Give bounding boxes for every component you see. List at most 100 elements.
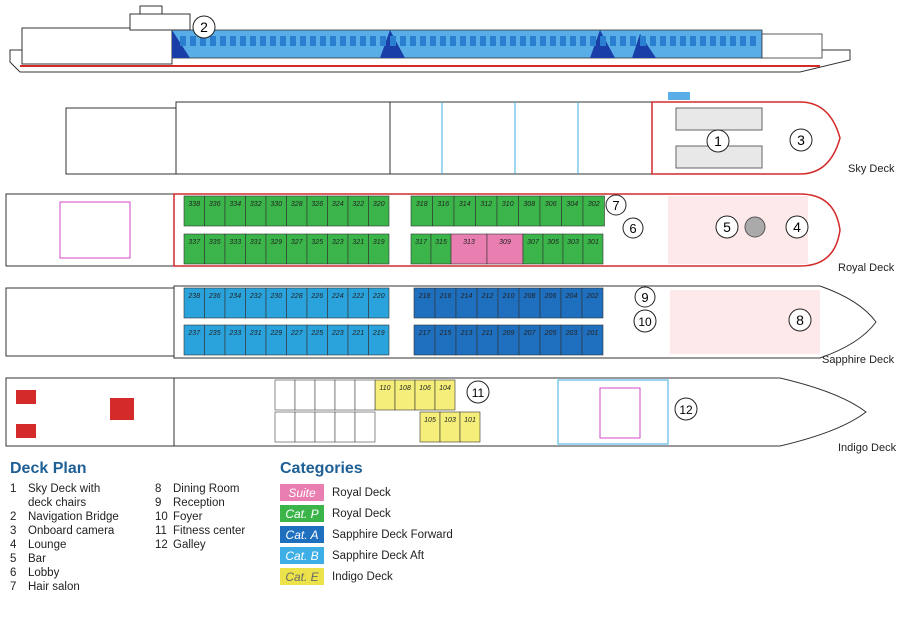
cabin-number: 228 <box>290 293 303 300</box>
cabin-number: 221 <box>351 330 364 337</box>
cabin-number: 220 <box>372 293 385 300</box>
cabin-number: 321 <box>352 239 364 246</box>
cabin-number: 223 <box>331 330 344 337</box>
cabin-number: 309 <box>499 239 511 246</box>
cabin-number: 201 <box>586 330 599 337</box>
marker-6: 6 <box>622 217 644 239</box>
cabin-number: 337 <box>188 239 201 246</box>
legend-item-label: Dining Room <box>173 483 240 495</box>
cabin-number: 303 <box>567 239 579 246</box>
cabin-number: 216 <box>439 293 452 300</box>
cabin-number: 227 <box>290 330 304 337</box>
legend-item-label: Galley <box>173 539 206 551</box>
cabin-number: 301 <box>587 239 599 246</box>
cabin-number: 229 <box>269 330 282 337</box>
marker-9-label: 9 <box>641 290 648 305</box>
category-deck: Royal Deck <box>332 507 391 520</box>
cabin-number: 310 <box>502 201 514 208</box>
cabin-number: 235 <box>208 330 221 337</box>
cabin-number: 304 <box>566 201 578 208</box>
marker-12-label: 12 <box>679 403 693 417</box>
cabin-number: 336 <box>209 201 221 208</box>
cabin-number: 317 <box>415 239 428 246</box>
cabin-number: 320 <box>373 201 385 208</box>
cabin-number: 328 <box>291 201 303 208</box>
cabin-number: 326 <box>311 201 323 208</box>
category-deck: Sapphire Deck Forward <box>332 528 453 541</box>
cabin-number: 103 <box>444 417 456 424</box>
cabin-number: 101 <box>464 417 476 424</box>
marker-10-label: 10 <box>638 315 652 329</box>
cabin <box>459 411 481 443</box>
cabin-number: 319 <box>373 239 385 246</box>
cabin-number: 329 <box>270 239 282 246</box>
legend-item-label: Foyer <box>173 511 203 523</box>
marker-1-label: 1 <box>714 133 722 149</box>
category-deck: Sapphire Deck Aft <box>332 549 425 562</box>
cabin-number: 108 <box>399 385 411 392</box>
sky-deck-plan <box>65 92 841 175</box>
marker-3-label: 3 <box>797 132 805 148</box>
cabin-number: 327 <box>291 239 304 246</box>
cabin-number: 233 <box>228 330 241 337</box>
cabin-number: 335 <box>209 239 221 246</box>
cabin <box>450 233 488 265</box>
category-swatch: Cat. P <box>280 505 324 522</box>
cabin-number: 218 <box>418 293 431 300</box>
cabin <box>368 324 390 356</box>
cabin-number: 207 <box>523 330 537 337</box>
cabin-number: 334 <box>229 201 241 208</box>
cabin-number: 316 <box>437 201 449 208</box>
cabin-number: 325 <box>311 239 323 246</box>
marker-9: 9 <box>634 286 656 308</box>
category-deck: Royal Deck <box>332 486 391 499</box>
cabin <box>368 287 390 319</box>
cabin-number: 330 <box>270 201 282 208</box>
deck-label-sapphire: Sapphire Deck <box>822 354 895 366</box>
cabin-number: 302 <box>588 201 600 208</box>
legend-item-label: Hair salon <box>28 581 80 593</box>
marker-1: 1 <box>706 129 730 153</box>
cabin-number: 230 <box>269 293 282 300</box>
marker-11: 11 <box>466 380 490 404</box>
marker-7-label: 7 <box>612 198 619 213</box>
cabin-number: 212 <box>481 293 494 300</box>
cabin-number: 232 <box>249 293 262 300</box>
cabin-number: 315 <box>435 239 447 246</box>
legend-item-number: 8 <box>155 483 162 495</box>
cabin-number: 219 <box>372 330 385 337</box>
legend-item-label: Fitness center <box>173 525 246 537</box>
cabin-number: 106 <box>419 385 431 392</box>
cabin-number: 105 <box>424 417 436 424</box>
side-profile <box>9 5 851 73</box>
legend-item-label: Onboard camera <box>28 525 115 537</box>
legend-item-number: 4 <box>10 539 17 551</box>
legend-item-number: 5 <box>10 553 17 565</box>
legend-item-number: 9 <box>155 497 162 509</box>
marker-4: 4 <box>785 215 809 239</box>
legend-item-number: 10 <box>155 511 168 523</box>
legend-item: 10 Foyer <box>155 510 285 524</box>
cabin-number: 312 <box>480 201 492 208</box>
categories-title: Categories <box>280 460 363 477</box>
legend-title: Deck Plan <box>10 460 87 477</box>
marker-3: 3 <box>789 128 813 152</box>
legend-item-label: Sky Deck with deck chairs <box>28 483 101 509</box>
cabin-number: 313 <box>463 239 475 246</box>
cabin-number: 237 <box>187 330 201 337</box>
marker-2-label: 2 <box>200 19 208 35</box>
legend-item-label: Lobby <box>28 567 60 579</box>
cabin-number: 225 <box>310 330 323 337</box>
category-deck: Indigo Deck <box>332 570 393 583</box>
cabin-number: 331 <box>250 239 262 246</box>
